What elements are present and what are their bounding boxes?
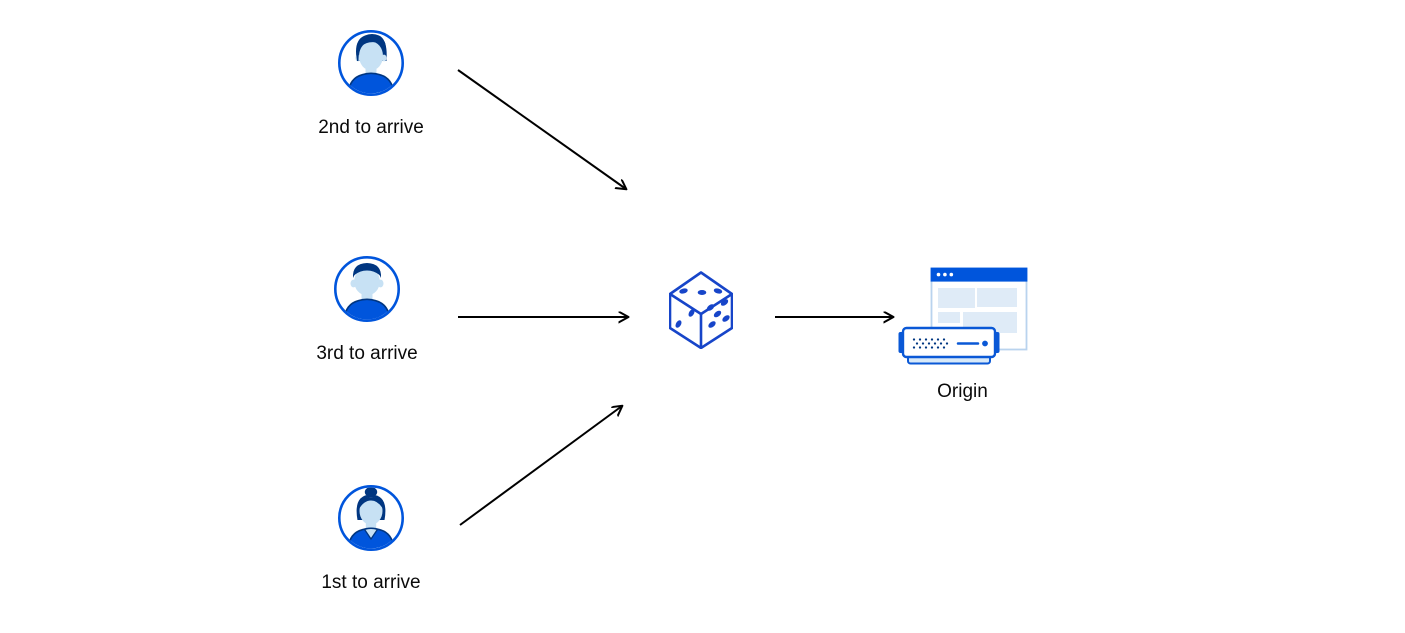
origin-server-icon <box>895 262 1030 366</box>
dice-icon <box>668 271 734 350</box>
node-visitor-third: 3rd to arrive <box>302 255 432 365</box>
woman-avatar-icon <box>337 484 405 552</box>
node-label: 1st to arrive <box>321 572 421 593</box>
node-origin: Origin <box>895 262 1030 403</box>
man-avatar-icon <box>333 255 401 323</box>
arrow-visitor-bottom-to-dice <box>459 406 622 526</box>
arrow-visitor-top-to-dice <box>457 69 626 189</box>
node-label: 3rd to arrive <box>316 343 418 364</box>
node-label: 2nd to arrive <box>318 117 424 138</box>
node-steering-dice <box>668 271 734 350</box>
man-avatar-icon <box>337 29 405 97</box>
node-visitor-second: 2nd to arrive <box>306 29 436 139</box>
node-label: Origin <box>937 381 988 402</box>
node-visitor-first: 1st to arrive <box>306 484 436 594</box>
